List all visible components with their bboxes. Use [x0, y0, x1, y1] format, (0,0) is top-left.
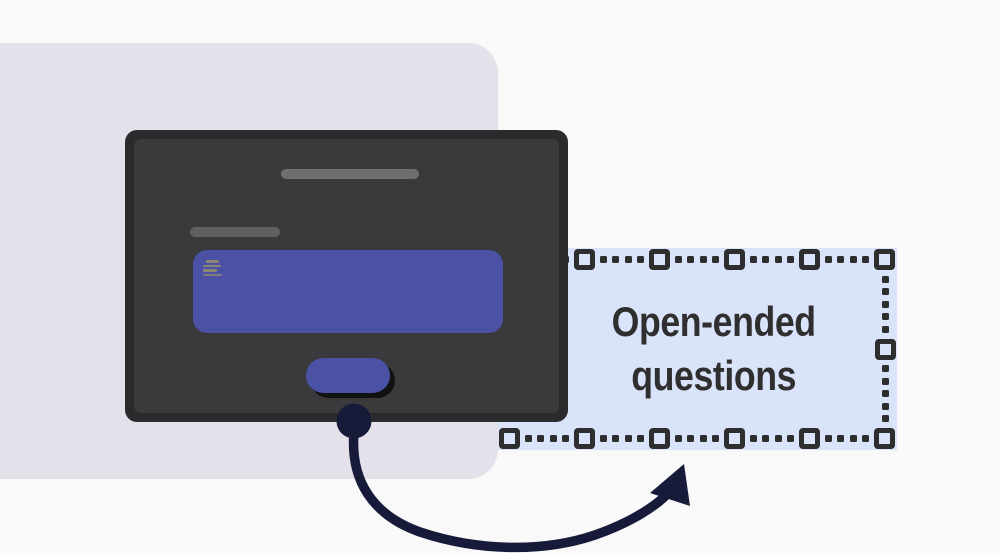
selection-dot [882, 288, 889, 296]
monitor-screen [134, 139, 559, 413]
selection-handle[interactable] [724, 249, 745, 270]
annotation-label-line2: questions [631, 352, 797, 399]
selection-handle[interactable] [724, 428, 745, 449]
selection-dot [882, 313, 889, 321]
selection-dot [600, 256, 608, 263]
placeholder-title-line [281, 169, 419, 179]
selection-dot [750, 256, 758, 263]
selection-dotted-segment [875, 360, 896, 429]
selection-dot [837, 256, 845, 263]
selection-dot [636, 256, 644, 263]
selection-dot [711, 435, 719, 442]
open-answer-textarea[interactable] [193, 250, 503, 333]
selection-dot [786, 256, 794, 263]
selection-dot [675, 256, 683, 263]
selection-dot [687, 256, 695, 263]
selection-handle[interactable] [799, 249, 820, 270]
selection-dot [711, 256, 719, 263]
selection-handle[interactable] [649, 249, 670, 270]
selection-dotted-segment [745, 428, 799, 449]
selection-dot [774, 435, 782, 442]
selection-dot [882, 415, 889, 423]
selection-dot [882, 390, 889, 398]
selection-handle[interactable] [574, 249, 595, 270]
selection-dotted-segment [820, 428, 874, 449]
selection-dot [837, 435, 845, 442]
selection-dot [687, 435, 695, 442]
selection-dot [882, 325, 889, 333]
selection-dot [699, 256, 707, 263]
selection-dotted-segment [745, 249, 799, 270]
selection-handle[interactable] [875, 338, 896, 360]
selection-dotted-segment [670, 428, 724, 449]
selection-dot [849, 435, 857, 442]
selection-dot [699, 435, 707, 442]
selection-dotted-segment [595, 249, 649, 270]
text-lines-icon [203, 260, 222, 276]
selection-dot [882, 300, 889, 308]
selection-dot [786, 435, 794, 442]
submit-button[interactable] [306, 358, 390, 393]
selection-dot [849, 256, 857, 263]
selection-dot [624, 256, 632, 263]
selection-dotted-segment [820, 249, 874, 270]
selection-dot [882, 377, 889, 385]
selection-dot [762, 435, 770, 442]
annotation-label-line1: Open-ended [611, 298, 816, 345]
selection-dotted-segment [875, 270, 896, 339]
selection-dot [612, 256, 620, 263]
selection-dot [882, 275, 889, 283]
selection-dotted-segment [670, 249, 724, 270]
selection-dot [882, 365, 889, 373]
selection-handle[interactable] [874, 428, 895, 449]
selection-dot [825, 256, 833, 263]
selection-handle[interactable] [799, 428, 820, 449]
selection-dot [882, 402, 889, 410]
selection-dot [750, 435, 758, 442]
selection-dot [861, 256, 869, 263]
annotation-label: Open-ended questions [528, 248, 867, 450]
selection-dot [675, 435, 683, 442]
selection-dot [861, 435, 869, 442]
selection-dot [825, 435, 833, 442]
selection-dot [762, 256, 770, 263]
arrowhead-icon [650, 464, 690, 506]
selection-handle[interactable] [499, 428, 520, 449]
placeholder-question-line [190, 227, 280, 237]
selection-dot [774, 256, 782, 263]
monitor-frame [125, 130, 568, 422]
selection-handle[interactable] [874, 249, 895, 270]
